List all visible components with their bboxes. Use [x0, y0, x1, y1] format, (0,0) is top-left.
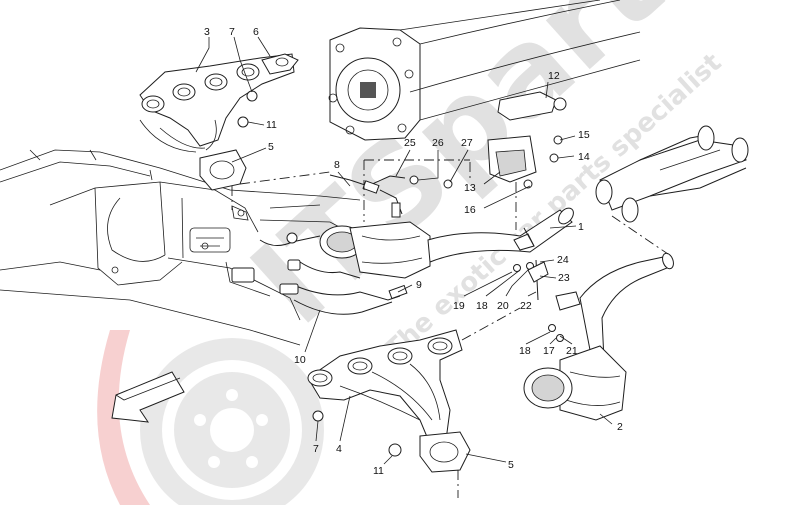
exhaust-manifold-lower	[307, 329, 471, 473]
callout-labels: 3 7 6 11 5 8 25 26 27 12 15 14 13 16 1 2…	[204, 26, 623, 477]
exhaust-manifold-upper	[139, 53, 299, 191]
callout-11-lower: 11	[373, 465, 384, 477]
callout-24: 24	[557, 254, 569, 266]
callout-16: 16	[464, 204, 476, 216]
callout-7-upper: 7	[229, 26, 235, 38]
callout-18-lower: 18	[519, 345, 531, 357]
callout-22: 22	[520, 300, 532, 312]
rear-catalytic-converter-pipe	[523, 252, 674, 421]
callout-25: 25	[404, 137, 416, 149]
callout-5-upper: 5	[268, 141, 274, 153]
nut-11-upper	[237, 116, 249, 128]
stud-nut-7-upper	[246, 90, 258, 102]
callout-21: 21	[566, 345, 578, 357]
assembly-lines	[231, 159, 669, 498]
fasteners	[513, 227, 564, 342]
callout-5-lower: 5	[508, 459, 514, 471]
callout-8: 8	[334, 159, 340, 171]
callout-4: 4	[336, 443, 342, 455]
brake-disc-logo-icon	[97, 330, 324, 505]
gasket-5-upper	[199, 149, 247, 191]
callout-11-upper: 11	[266, 119, 277, 131]
gasket-5-lower	[419, 431, 471, 473]
callout-9: 9	[416, 279, 422, 291]
callout-12: 12	[548, 70, 560, 82]
stud-nut-7-lower	[312, 410, 324, 422]
rear-silencer	[595, 125, 749, 223]
nut-11-lower	[388, 443, 402, 457]
callout-13: 13	[464, 182, 476, 194]
callout-14: 14	[578, 151, 590, 163]
transmission-housing	[328, 0, 641, 141]
callout-10: 10	[294, 354, 306, 366]
callout-26: 26	[432, 137, 444, 149]
callout-3: 3	[204, 26, 210, 38]
callout-27: 27	[461, 137, 473, 149]
callout-15: 15	[578, 129, 590, 141]
callout-7-lower: 7	[313, 443, 319, 455]
callout-18-upper: 18	[476, 300, 488, 312]
front-direction-arrow-icon	[111, 371, 185, 423]
callout-23: 23	[558, 272, 570, 284]
callout-1: 1	[578, 221, 584, 233]
callout-20: 20	[497, 300, 509, 312]
callout-19: 19	[453, 300, 465, 312]
callout-6: 6	[253, 26, 259, 38]
callout-17: 17	[543, 345, 555, 357]
exhaust-hanger-bracket	[487, 91, 567, 189]
front-catalytic-converter-pipe	[319, 207, 574, 279]
leader-lines	[195, 36, 613, 465]
callout-2: 2	[617, 421, 623, 433]
